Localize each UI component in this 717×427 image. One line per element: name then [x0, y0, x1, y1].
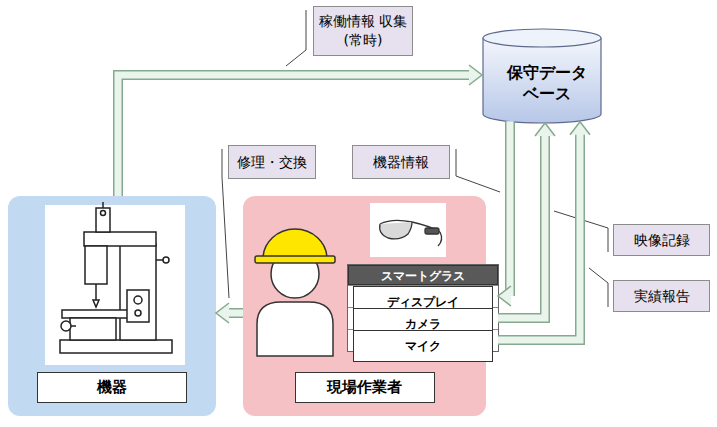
arrow-outline [505, 121, 515, 296]
node-label: 機器 [37, 372, 187, 403]
function-row: ディスプレイ [348, 285, 498, 307]
edge-label-box: 実績報告 [613, 280, 710, 312]
edge-label-box: 稼働情報 収集(常時) [313, 6, 413, 56]
flow-arrow [498, 122, 590, 340]
edge-label: 稼働情報 収集(常時) [313, 6, 413, 56]
edge-label-box: 機器情報 [352, 145, 450, 179]
node-label: マイク [353, 330, 493, 362]
edge-label-box: 修理・交換 [228, 145, 316, 179]
node-label: 現場作業者 [295, 372, 435, 403]
arrow-outline [498, 135, 545, 318]
node-label: 保守データ ベース [482, 63, 612, 105]
machine-panel [45, 205, 185, 365]
arrow-head [498, 286, 511, 306]
edge-label: 修理・交換 [228, 145, 316, 179]
arrow-outline [228, 308, 243, 318]
edge-label-box: 映像記録 [613, 224, 710, 256]
milling-machine [60, 202, 172, 353]
arrow-head [535, 123, 555, 136]
edge-label: 映像記録 [613, 224, 710, 256]
smartglass-icon [380, 220, 442, 246]
smartglass-photo [370, 203, 446, 257]
arrow-fill [228, 310, 243, 317]
flow-arrow [498, 121, 511, 306]
arrow-fill [498, 134, 580, 340]
worker-figure [255, 229, 335, 356]
arrow-fill [118, 75, 470, 196]
arrow-fill [498, 135, 545, 318]
cylinder-top [483, 29, 601, 47]
node-label: スマートグラス [348, 265, 498, 285]
function-row: カメラ [348, 307, 498, 329]
arrow-head [216, 303, 229, 323]
function-row: マイク [348, 329, 498, 351]
arrow-outline [118, 75, 470, 196]
database-cylinder: 保守データ ベース [482, 28, 612, 124]
flow-arrow [216, 303, 243, 323]
arrow-fill [507, 121, 514, 296]
arrow-outline [498, 134, 580, 340]
edge-label: 機器情報 [352, 145, 450, 179]
flow-arrow [498, 123, 555, 318]
arrow-head [570, 122, 590, 135]
flow-arrow [118, 65, 482, 196]
edge-label: 実績報告 [613, 280, 710, 312]
arrow-head [469, 65, 482, 85]
smartglass-table: スマートグラスディスプレイカメラマイク [348, 265, 498, 351]
leader-line [222, 10, 608, 307]
